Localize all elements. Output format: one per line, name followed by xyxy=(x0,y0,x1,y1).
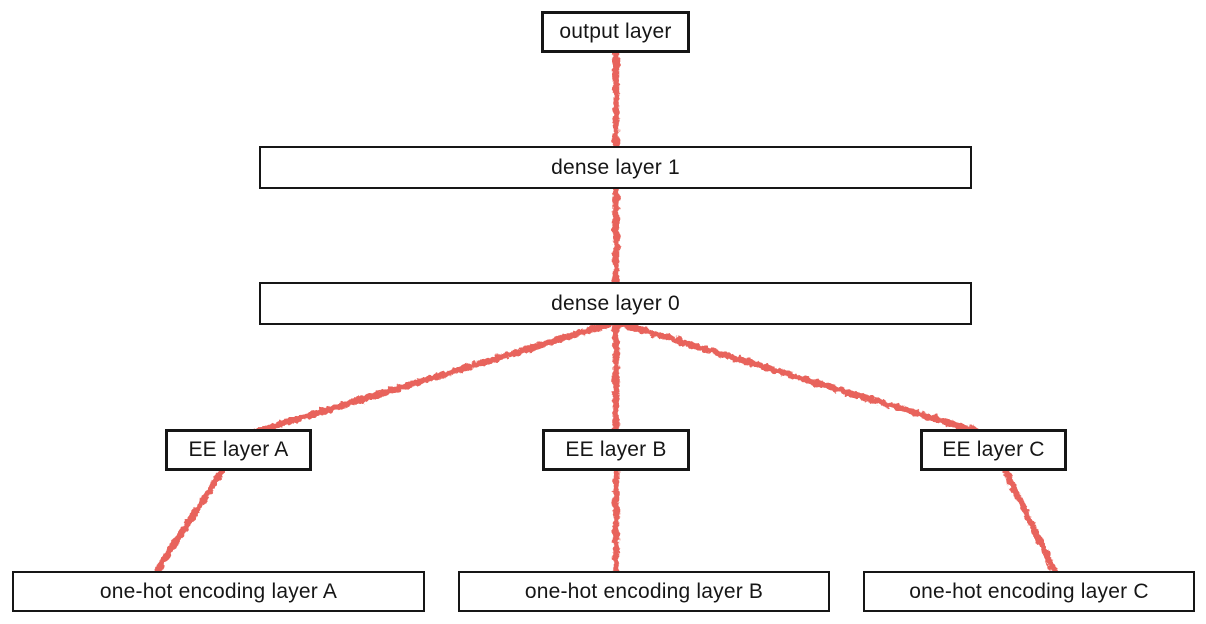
node-ee-layer-c: EE layer C xyxy=(920,429,1067,471)
node-dense-layer-0-label: dense layer 0 xyxy=(551,291,680,315)
node-output-layer: output layer xyxy=(541,11,690,53)
node-onehot-layer-b: one-hot encoding layer B xyxy=(458,571,830,612)
node-ee-layer-c-label: EE layer C xyxy=(942,438,1045,461)
edge-eeA-dense0 xyxy=(248,318,620,437)
node-ee-layer-b-label: EE layer B xyxy=(565,438,667,461)
node-ee-layer-b: EE layer B xyxy=(542,429,690,471)
edge-onehotC-eeC xyxy=(1000,464,1060,578)
node-onehot-layer-b-label: one-hot encoding layer B xyxy=(524,579,764,603)
node-onehot-layer-c: one-hot encoding layer C xyxy=(863,571,1195,612)
node-onehot-layer-a: one-hot encoding layer A xyxy=(12,571,425,612)
node-ee-layer-a-label: EE layer A xyxy=(188,438,289,461)
node-dense-layer-0: dense layer 0 xyxy=(259,282,972,325)
edge-onehotA-eeA xyxy=(151,464,228,578)
edge-eeC-dense0 xyxy=(612,318,986,437)
node-onehot-layer-c-label: one-hot encoding layer C xyxy=(909,579,1149,603)
node-dense-layer-1: dense layer 1 xyxy=(259,146,972,189)
node-onehot-layer-a-label: one-hot encoding layer A xyxy=(99,579,338,603)
node-dense-layer-1-label: dense layer 1 xyxy=(551,155,680,179)
node-output-layer-label: output layer xyxy=(559,20,672,43)
node-ee-layer-a: EE layer A xyxy=(165,429,312,471)
